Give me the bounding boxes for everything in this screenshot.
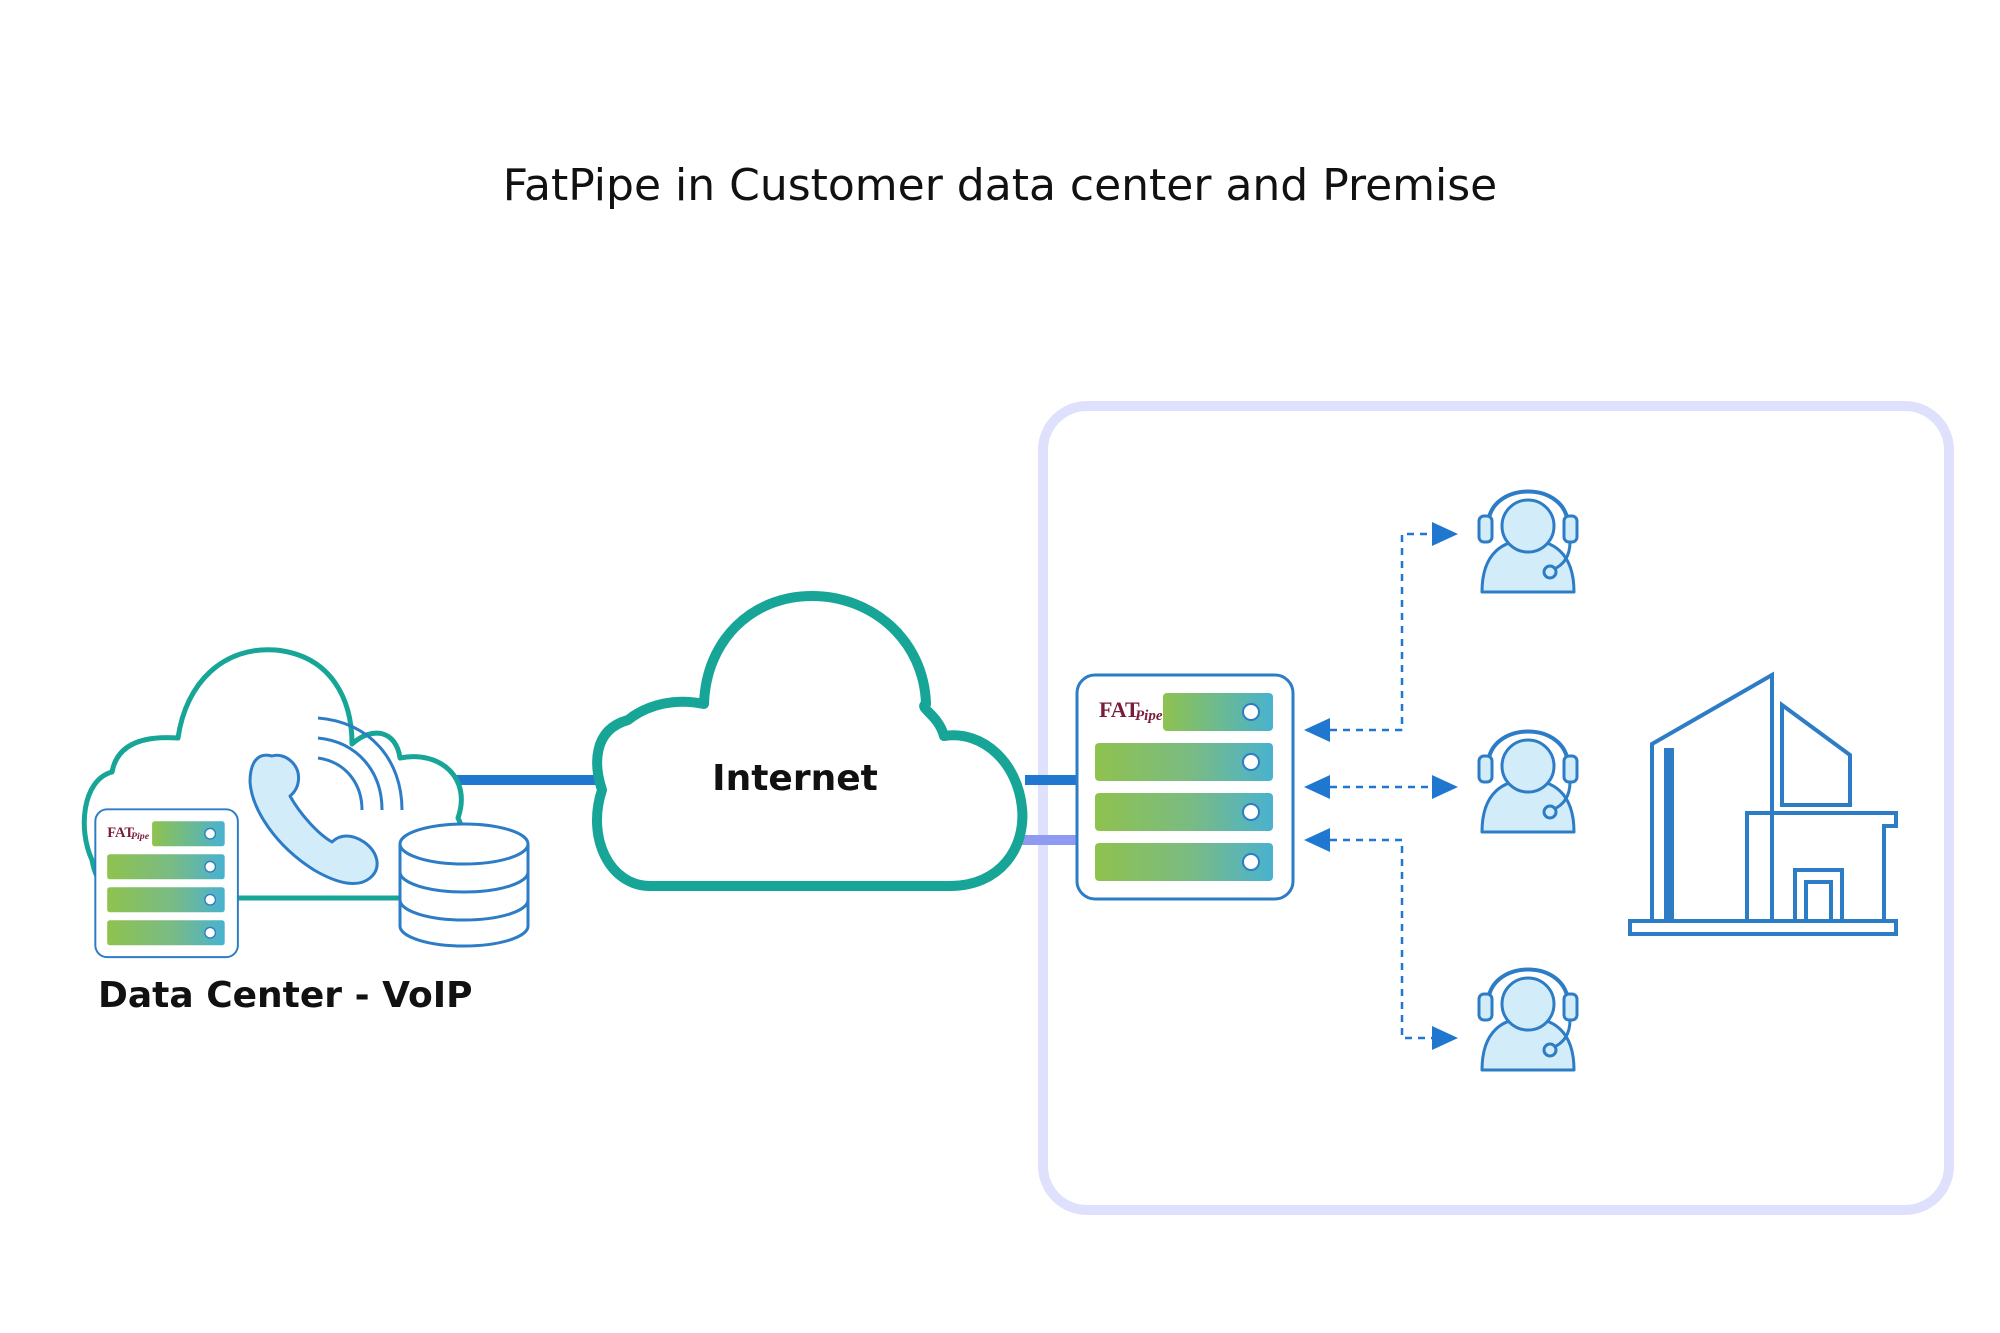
brand-fat-text: FAT <box>107 825 134 841</box>
office-building-icon <box>1628 671 1898 936</box>
brand-pipe-text: Pipe <box>131 831 150 842</box>
premise-boundary <box>1038 401 1954 1215</box>
internet-label: Internet <box>712 758 878 799</box>
agent-connectors <box>1330 532 1452 1040</box>
brand-pipe-text: Pipe <box>1135 708 1163 724</box>
internet-cloud-icon <box>592 591 1028 891</box>
brand-fat-text: FAT <box>1099 697 1140 722</box>
database-icon <box>398 822 530 948</box>
fatpipe-appliance-icon: FAT Pipe <box>94 808 239 959</box>
call-agent-icon <box>1477 729 1579 834</box>
fatpipe-appliance-icon: FAT Pipe <box>1075 673 1295 901</box>
page-title: FatPipe in Customer data center and Prem… <box>502 160 1498 211</box>
call-agent-icon <box>1477 967 1579 1072</box>
connector-arrows <box>1304 522 1458 1050</box>
phone-icon <box>248 753 379 886</box>
call-agent-icon <box>1477 489 1579 594</box>
signal-waves <box>317 716 404 811</box>
data-center-label: Data Center - VoIP <box>98 975 473 1016</box>
